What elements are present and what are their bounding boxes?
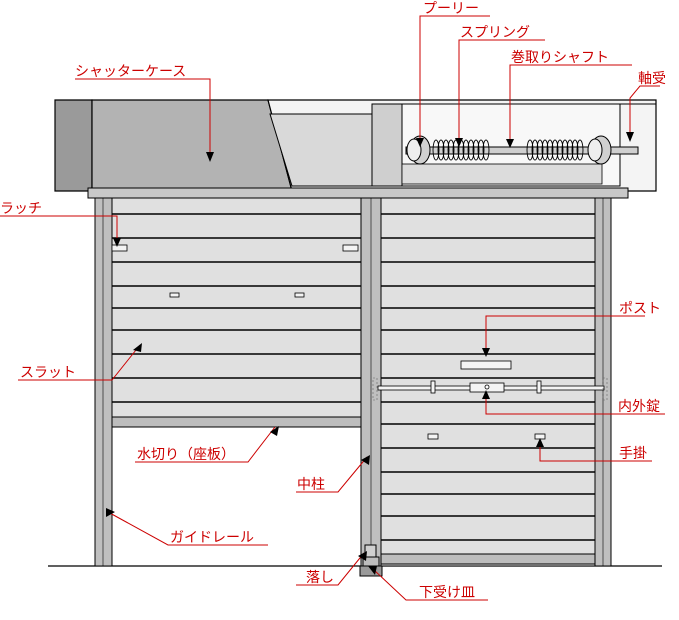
pulley-right: [587, 135, 612, 165]
handle-slot: [427, 433, 439, 440]
mail-post-slot: [460, 360, 512, 370]
winding-shaft: [405, 146, 639, 155]
spring-right: [526, 139, 584, 161]
label-bearing: 軸受: [638, 71, 666, 87]
label-receiver-plate: 下受け皿: [419, 585, 475, 601]
label-slat: スラット: [20, 365, 76, 381]
label-shutter-case: シャッターケース: [75, 64, 186, 80]
pulley-left: [406, 135, 431, 165]
label-shaft: 巻取りシャフト: [511, 50, 609, 66]
label-guide-rail: ガイドレール: [170, 530, 254, 546]
label-pulley: プーリー: [423, 1, 479, 17]
left-shutter-curtain: [111, 197, 362, 428]
label-latch: ラッチ: [0, 201, 42, 217]
label-handle: 手掛: [619, 446, 647, 462]
handle-slot: [169, 292, 180, 298]
right-shutter-curtain: [372, 197, 608, 567]
label-inner-outer-lock: 内外錠: [618, 399, 660, 415]
handle-slot: [294, 292, 305, 298]
callout-lines: [0, 15, 665, 601]
bottom-bar: [111, 416, 362, 428]
latch-left: [111, 244, 128, 252]
latch-right: [342, 244, 359, 252]
label-spring: スプリング: [460, 25, 530, 41]
label-bottom-bar: 水切り（座板）: [137, 447, 235, 463]
label-center-post: 中柱: [297, 477, 325, 493]
label-drop-bolt: 落し: [306, 570, 334, 586]
callout-arrowheads: [106, 132, 634, 575]
label-post: ポスト: [619, 301, 661, 317]
inner-outer-lock: [372, 377, 608, 401]
